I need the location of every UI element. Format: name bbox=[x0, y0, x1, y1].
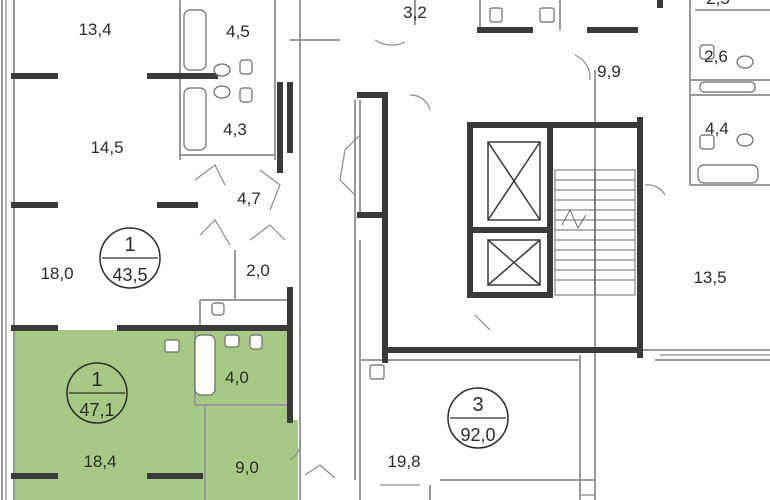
room-area-label: 4,4 bbox=[705, 119, 729, 138]
room-area-label: 9,0 bbox=[235, 458, 259, 477]
apartment-badge-47-1[interactable]: 1 47,1 bbox=[66, 362, 128, 424]
room-area-label: 18,4 bbox=[83, 452, 116, 471]
room-area-label: 4,7 bbox=[237, 189, 261, 208]
elevator-shaft-1 bbox=[487, 141, 541, 221]
room-area-label: 4,5 bbox=[226, 22, 250, 41]
apartment-area: 43,5 bbox=[112, 265, 147, 285]
room-area-label: 18,0 bbox=[40, 264, 73, 283]
room-area-label: 2,0 bbox=[246, 261, 270, 280]
apartment-badge-43-5[interactable]: 1 43,5 bbox=[99, 227, 161, 289]
sanitary-fixtures bbox=[164, 7, 754, 380]
bearing-walls bbox=[11, 0, 663, 479]
staircase bbox=[554, 169, 636, 296]
apartment-area: 47,1 bbox=[79, 400, 114, 420]
apartment-rooms: 1 bbox=[124, 234, 135, 256]
room-area-label: 9,9 bbox=[597, 62, 621, 81]
door-swings bbox=[194, 39, 666, 486]
apartment-area: 92,0 bbox=[460, 425, 495, 445]
room-area-label: 13,4 bbox=[78, 20, 111, 39]
room-area-label: 19,8 bbox=[387, 452, 420, 471]
room-area-label: 2,5 bbox=[706, 0, 730, 8]
elevator-shaft-2 bbox=[487, 239, 541, 286]
apartment-rooms: 3 bbox=[472, 394, 483, 416]
room-area-label: 4,0 bbox=[225, 368, 249, 387]
room-area-label: 3,2 bbox=[403, 3, 427, 22]
room-area-label: 4,3 bbox=[223, 120, 247, 139]
room-labels: 13,4 4,5 3,2 2,5 9,9 2,6 14,5 4,3 4,4 4,… bbox=[40, 0, 729, 477]
room-area-label: 14,5 bbox=[90, 138, 123, 157]
apartment-rooms: 1 bbox=[91, 369, 102, 391]
room-area-label: 2,6 bbox=[704, 47, 728, 66]
room-area-label: 13,5 bbox=[693, 268, 726, 287]
windows bbox=[5, 0, 770, 500]
bathtubs bbox=[183, 9, 759, 396]
apartment-badge-92-0[interactable]: 3 92,0 bbox=[447, 387, 509, 449]
